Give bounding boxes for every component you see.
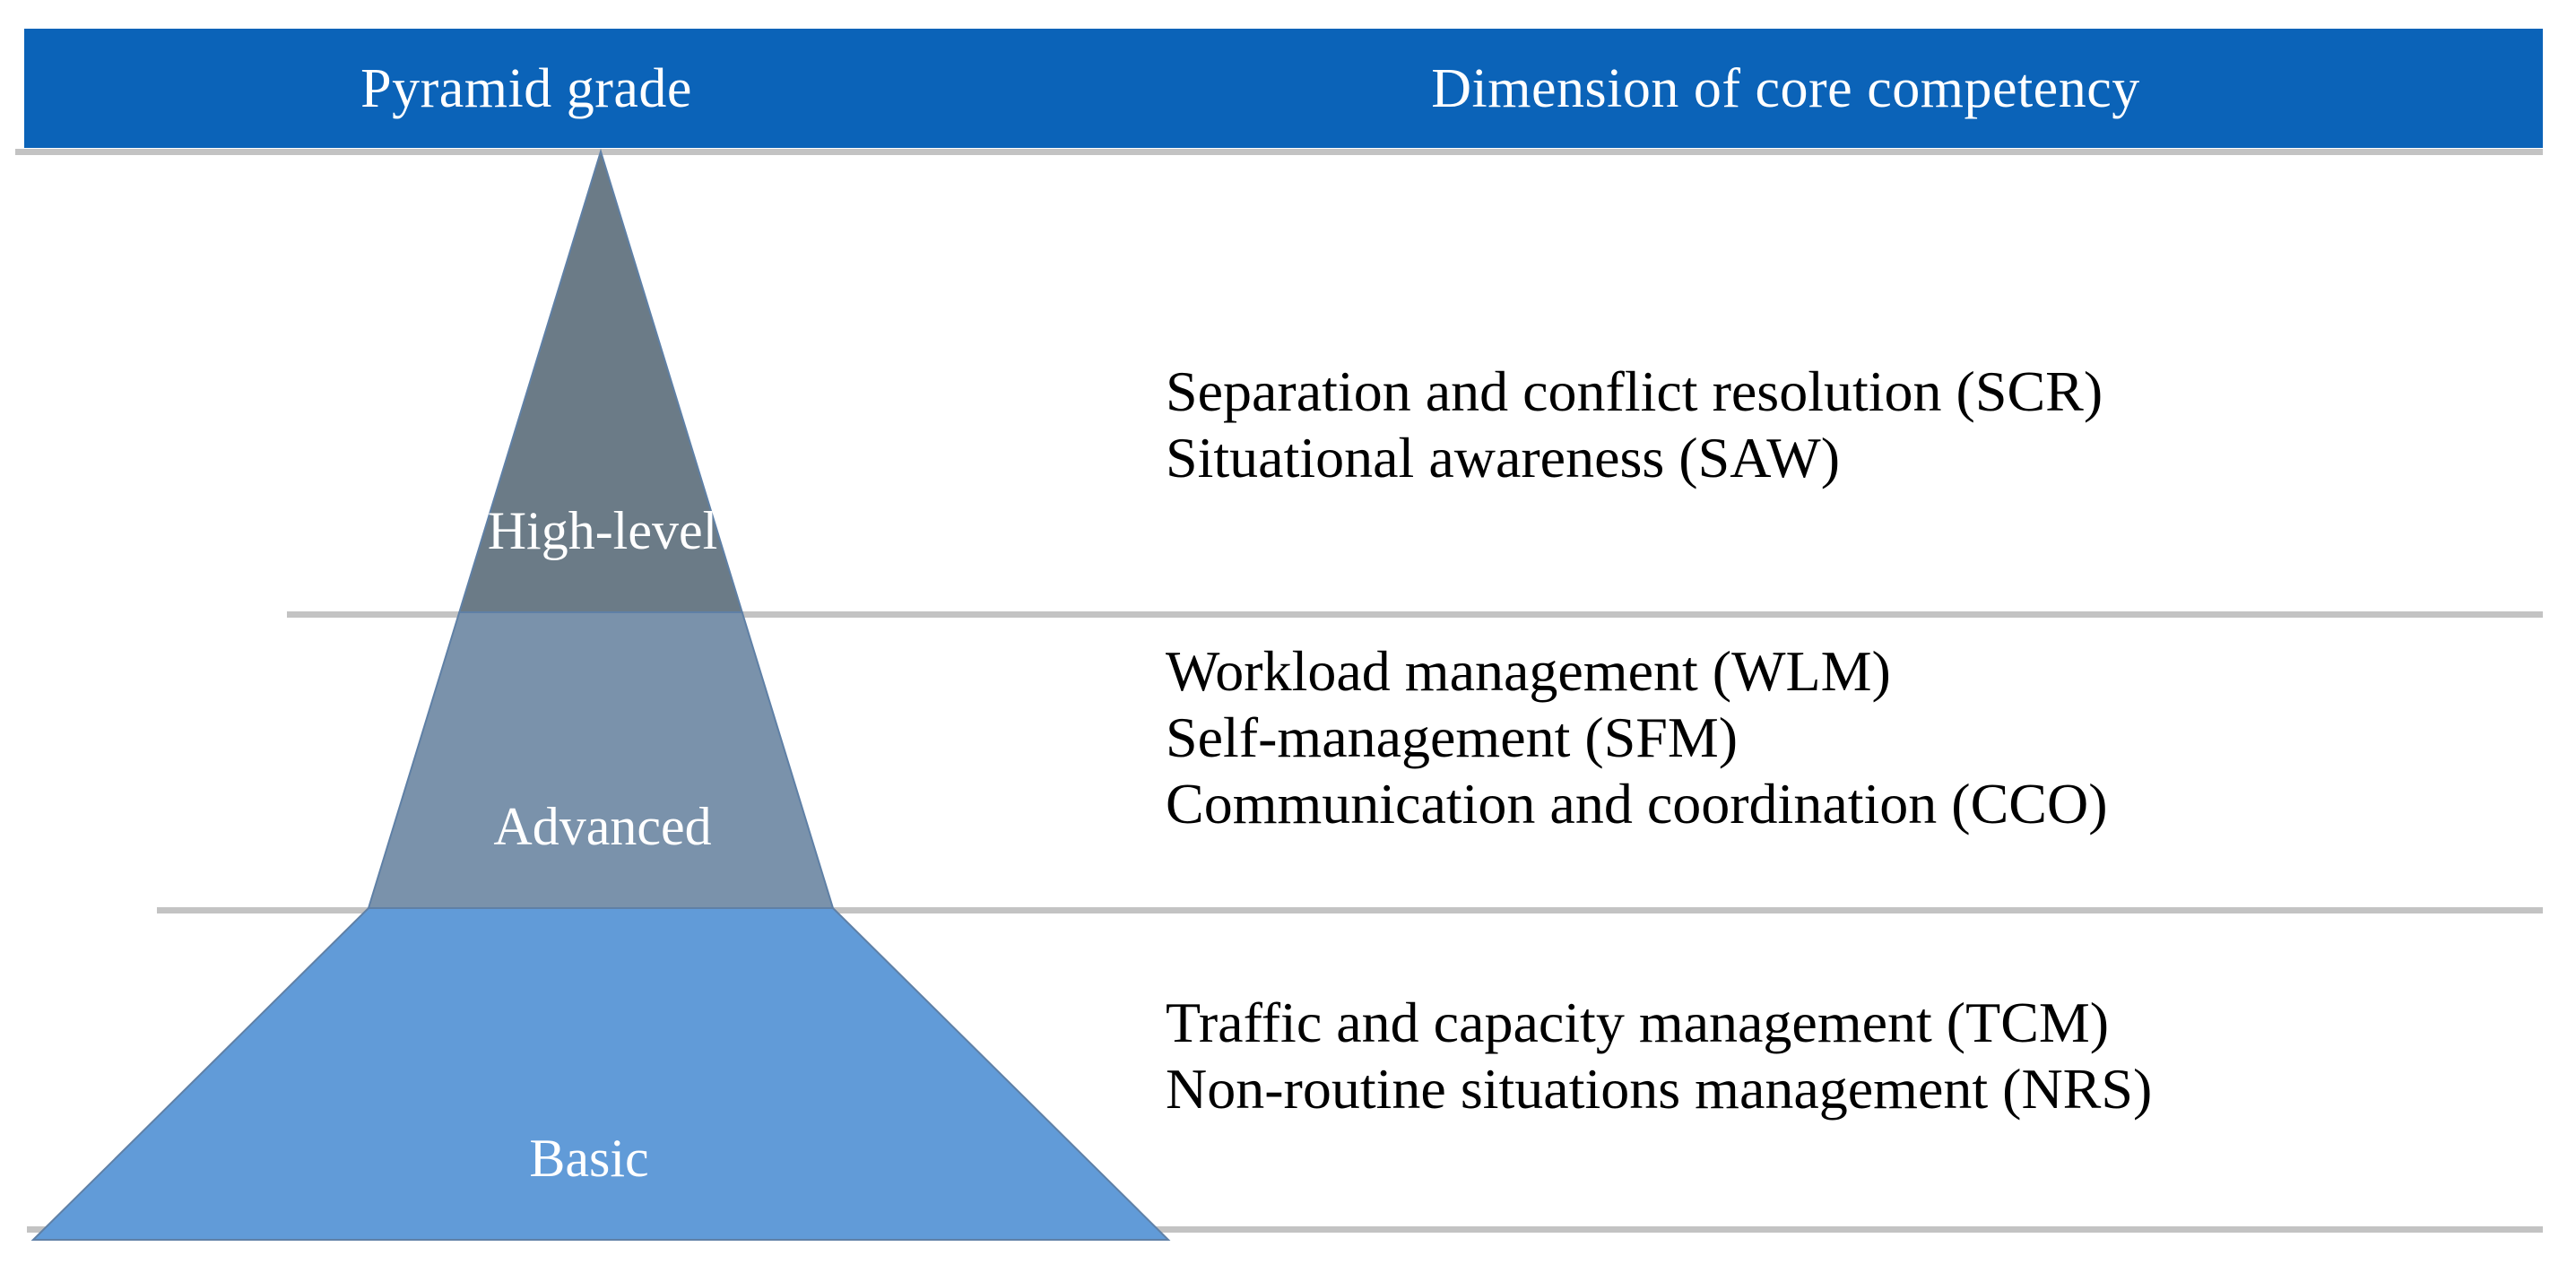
competency-item: Communication and coordination (CCO): [1166, 772, 2108, 836]
competency-group-basic: Traffic and capacity management (TCM) No…: [1166, 990, 2546, 1122]
competency-group-high-level: Separation and conflict resolution (SCR)…: [1166, 359, 2546, 491]
pyramid-svg: [30, 148, 1171, 1241]
divider-bottom: [27, 1226, 2543, 1233]
table-header-bar: Pyramid grade Dimension of core competen…: [24, 29, 2543, 148]
competency-item: Self-management (SFM): [1166, 706, 1739, 770]
column-header-pyramid-grade: Pyramid grade: [360, 57, 692, 119]
pyramid-band-label-basic: Basic: [529, 1129, 649, 1188]
competency-item: Separation and conflict resolution (SCR): [1166, 359, 2103, 423]
divider-high-advanced: [287, 611, 2543, 618]
competency-item: Workload management (WLM): [1166, 639, 1891, 703]
pyramid-band-advanced: [367, 611, 835, 909]
column-header-dimension-of-core-competency: Dimension of core competency: [1431, 57, 2140, 119]
divider-top: [15, 149, 2543, 155]
competency-item: Situational awareness (SAW): [1166, 426, 1840, 490]
divider-advanced-basic: [157, 907, 2543, 913]
pyramid-band-label-high-level: High-level: [487, 501, 718, 560]
pyramid-band-basic: [30, 907, 1171, 1241]
competency-group-advanced: Workload management (WLM) Self-managemen…: [1166, 638, 2546, 838]
pyramid-band-label-advanced: Advanced: [493, 797, 712, 856]
pyramid-graphic: [0, 0, 1255, 1264]
competency-item: Non-routine situations management (NRS): [1166, 1057, 2153, 1121]
competency-item: Traffic and capacity management (TCM): [1166, 991, 2110, 1054]
